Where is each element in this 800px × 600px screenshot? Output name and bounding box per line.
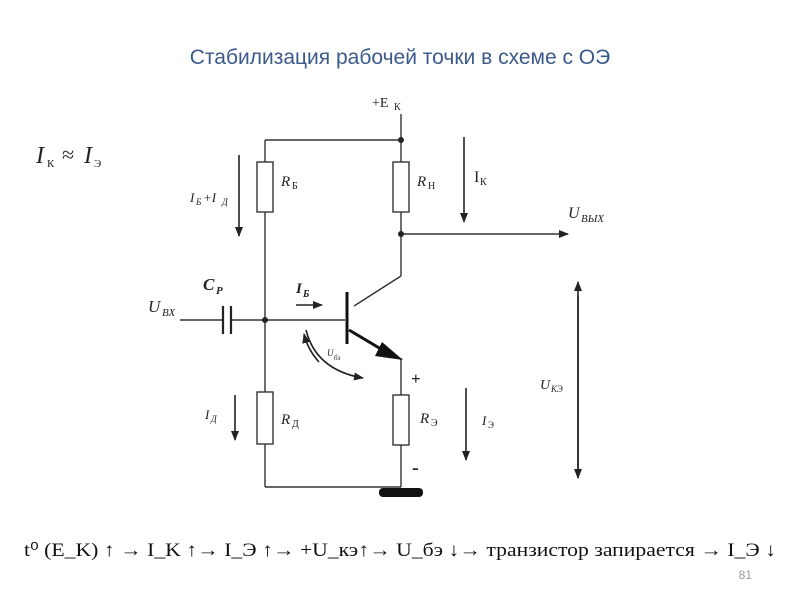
svg-text:Б: Б xyxy=(195,197,202,207)
svg-text:ВХ: ВХ xyxy=(162,307,176,319)
resistors xyxy=(256,161,410,446)
svg-text:ВЫХ: ВЫХ xyxy=(581,213,605,225)
svg-text:C: C xyxy=(203,275,215,294)
svg-text:I: I xyxy=(474,169,479,186)
svg-text:К: К xyxy=(47,158,55,170)
page-number: 81 xyxy=(738,568,752,582)
svg-text:I: I xyxy=(481,413,487,428)
slide-title: Стабилизация рабочей точки в схеме с ОЭ xyxy=(189,46,611,69)
svg-text:+I: +I xyxy=(203,190,217,205)
ground-symbol xyxy=(379,488,423,497)
svg-text:I: I xyxy=(83,143,93,169)
stabilization-formula: t⁰ (E_K) ↑ → I_K ↑→ I_Э ↑→ +U_кэ↑→ U_бэ … xyxy=(24,540,776,561)
svg-text:I: I xyxy=(295,281,303,297)
svg-text:К: К xyxy=(480,177,487,188)
svg-text:I: I xyxy=(189,190,195,205)
junction-dots xyxy=(262,137,404,323)
svg-text:К: К xyxy=(394,102,401,113)
svg-text:Э: Э xyxy=(431,418,438,429)
svg-text:U: U xyxy=(327,348,334,358)
svg-text:U: U xyxy=(568,205,581,222)
svg-text:R: R xyxy=(416,174,426,190)
wires xyxy=(180,114,569,488)
svg-text:Д: Д xyxy=(221,197,229,207)
svg-text:U: U xyxy=(540,378,551,393)
plus-sign: + xyxy=(411,369,421,388)
svg-text:Д: Д xyxy=(292,419,299,430)
svg-text:+E: +E xyxy=(372,96,388,111)
svg-text:Р: Р xyxy=(216,285,223,297)
svg-text:Б: Б xyxy=(292,181,298,192)
svg-text:R: R xyxy=(419,411,429,427)
svg-text:Б: Б xyxy=(302,289,310,300)
svg-text:U: U xyxy=(148,297,162,316)
svg-text:R: R xyxy=(280,174,290,190)
svg-text:R: R xyxy=(280,412,290,428)
svg-text:I: I xyxy=(35,143,45,169)
transistor xyxy=(345,292,403,360)
svg-text:I: I xyxy=(204,407,210,422)
svg-text:Э: Э xyxy=(94,158,101,170)
approx-formula: I К ≈ I Э xyxy=(35,142,101,170)
svg-text:≈: ≈ xyxy=(62,142,74,167)
svg-text:Д: Д xyxy=(210,414,218,424)
minus-sign: - xyxy=(412,457,419,479)
svg-text:КЭ: КЭ xyxy=(550,384,563,394)
current-arrows xyxy=(231,137,582,479)
svg-text:бэ: бэ xyxy=(334,354,341,362)
capacitor-cp xyxy=(221,306,233,334)
svg-text:Э: Э xyxy=(488,420,494,430)
ib-plus-id-label: I Б +I Д xyxy=(189,190,229,207)
supply-label: +E К xyxy=(372,96,401,113)
svg-text:Н: Н xyxy=(428,181,435,192)
